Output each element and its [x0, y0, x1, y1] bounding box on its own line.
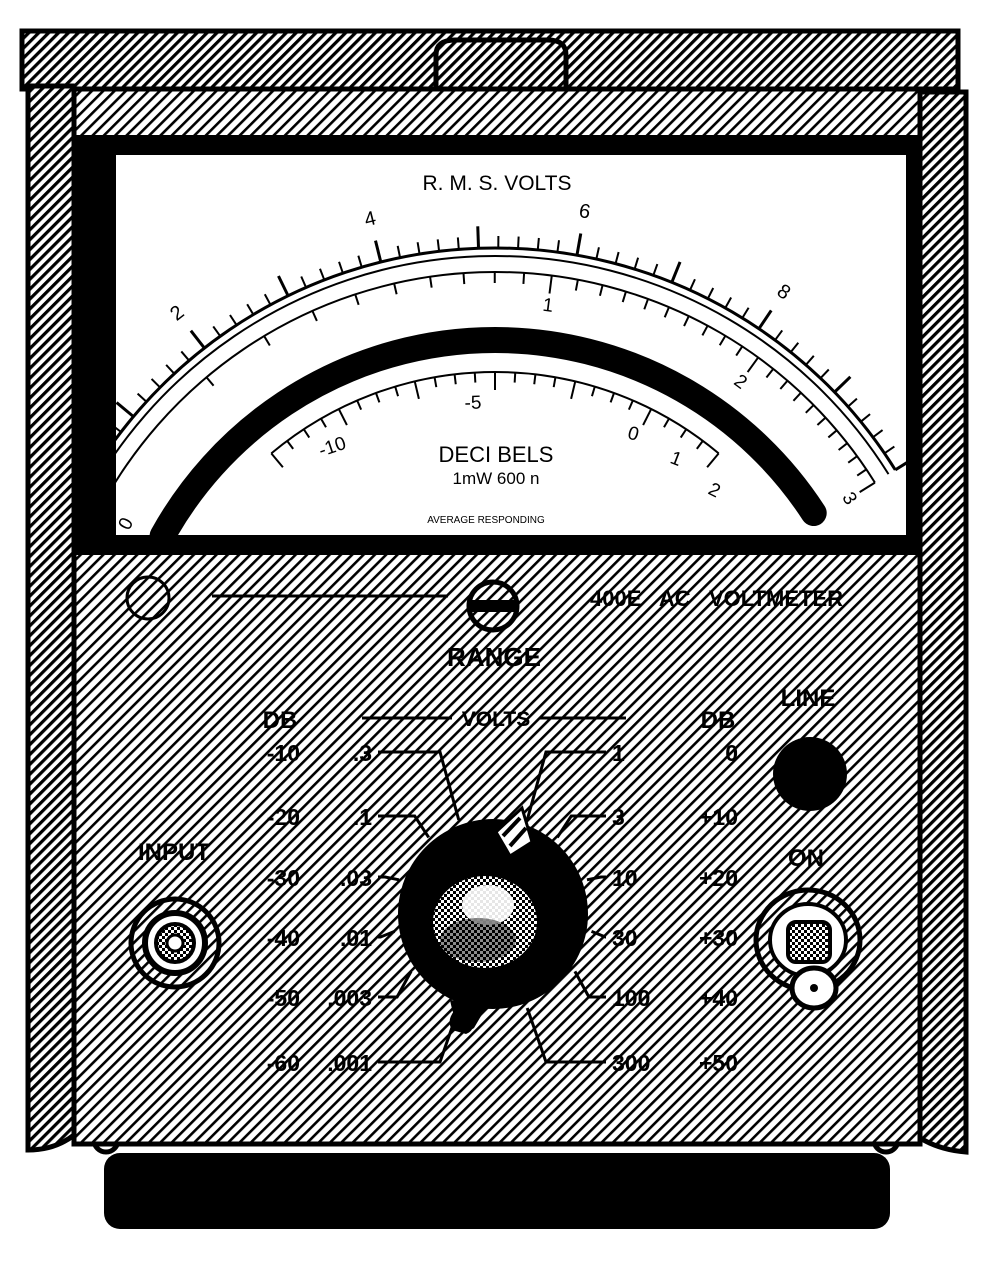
- range-volts-right-label: 100: [612, 985, 650, 1011]
- db-scale-label: -5: [464, 392, 482, 414]
- input-bnc-connector[interactable]: [128, 896, 222, 990]
- range-db-right-label: +40: [699, 985, 738, 1011]
- range-leader-line: [590, 929, 607, 939]
- range-leader-line: [378, 929, 396, 939]
- input-label: INPUT: [138, 839, 210, 866]
- power-toggle-switch[interactable]: [753, 887, 863, 1011]
- db-scale-ticks: [270, 372, 720, 468]
- range-volts-right-label: 3: [612, 804, 625, 830]
- range-volts-left-label: .001: [327, 1050, 372, 1076]
- range-leader-line: [573, 970, 606, 999]
- range-db-left-label: -50: [267, 985, 300, 1011]
- range-scale: -10 -20 -30 -40 -50 -60 .3 .1 .03 .01 .003 .001 1 3 10…: [267, 740, 738, 1076]
- range-leader-line: [378, 970, 413, 999]
- range-volts-left-label: .01: [340, 925, 372, 951]
- range-db-left-label: -30: [267, 865, 300, 891]
- range-leader-line: [556, 814, 606, 839]
- volt-scale-arc-inner: [116, 255, 890, 475]
- range-db-left-label: -20: [267, 804, 300, 830]
- range-leader-line: [378, 875, 400, 882]
- range-leader-line: [378, 814, 430, 839]
- range-db-right-label: +50: [699, 1050, 738, 1076]
- db-header-right: DB: [701, 707, 736, 734]
- on-label: ON: [788, 845, 824, 872]
- top-cover: [19, 28, 961, 92]
- range-leader-line: [525, 750, 606, 821]
- knob-pointer-tab: [494, 805, 534, 859]
- meter-title: R. M. S. VOLTS: [423, 172, 572, 195]
- range-volts-right-label: 300: [612, 1050, 650, 1076]
- range-volts-left-label: .003: [327, 985, 372, 1011]
- range-selector-knob[interactable]: [398, 805, 588, 1034]
- base-foot: [104, 1153, 890, 1229]
- range-volts-right-label: 1: [612, 740, 625, 766]
- inner-scale-ticks: [205, 271, 876, 493]
- range-volts-left-label: .03: [340, 865, 372, 891]
- carry-handle: [433, 37, 569, 92]
- range-volts-left-label: .3: [353, 740, 372, 766]
- range-volts-left-label: .1: [353, 804, 372, 830]
- range-leader-line: [525, 1007, 606, 1064]
- range-db-right-label: +20: [699, 865, 738, 891]
- volt-scale-label: 6: [577, 200, 592, 224]
- volts-header: VOLTS: [462, 708, 530, 731]
- db-header-left: DB: [263, 707, 298, 734]
- inner-scale-label: 1: [541, 295, 554, 317]
- line-pilot-lamp: [773, 737, 847, 811]
- db-title: DECI BELS: [439, 442, 554, 467]
- range-indicator: [466, 579, 520, 633]
- volt-scale-ticks: [116, 226, 906, 472]
- mirror-band: [149, 327, 827, 535]
- meter-footnote: AVERAGE RESPONDING: [427, 515, 545, 526]
- range-db-right-label: +10: [699, 804, 738, 830]
- range-leader-line: [586, 875, 606, 882]
- model-label: 400E AC VOLTMETER: [590, 586, 843, 611]
- volt-scale-arc: [116, 246, 897, 471]
- range-db-left-label: -40: [267, 925, 300, 951]
- range-db-right-label: 0: [725, 740, 738, 766]
- db-reference: 1mW 600 n: [453, 469, 540, 488]
- zero-adjust-screw[interactable]: [125, 575, 171, 621]
- range-volts-right-label: 30: [612, 925, 638, 951]
- range-db-right-label: +30: [699, 925, 738, 951]
- volt-scale-label: 4: [362, 207, 378, 231]
- range-volts-right-label: 10: [612, 865, 638, 891]
- line-label: LINE: [781, 685, 836, 712]
- range-db-left-label: -60: [267, 1050, 300, 1076]
- range-leader-line: [378, 750, 461, 821]
- range-label: RANGE: [447, 642, 541, 672]
- range-db-left-label: -10: [267, 740, 300, 766]
- inner-scale-arc: [116, 271, 876, 484]
